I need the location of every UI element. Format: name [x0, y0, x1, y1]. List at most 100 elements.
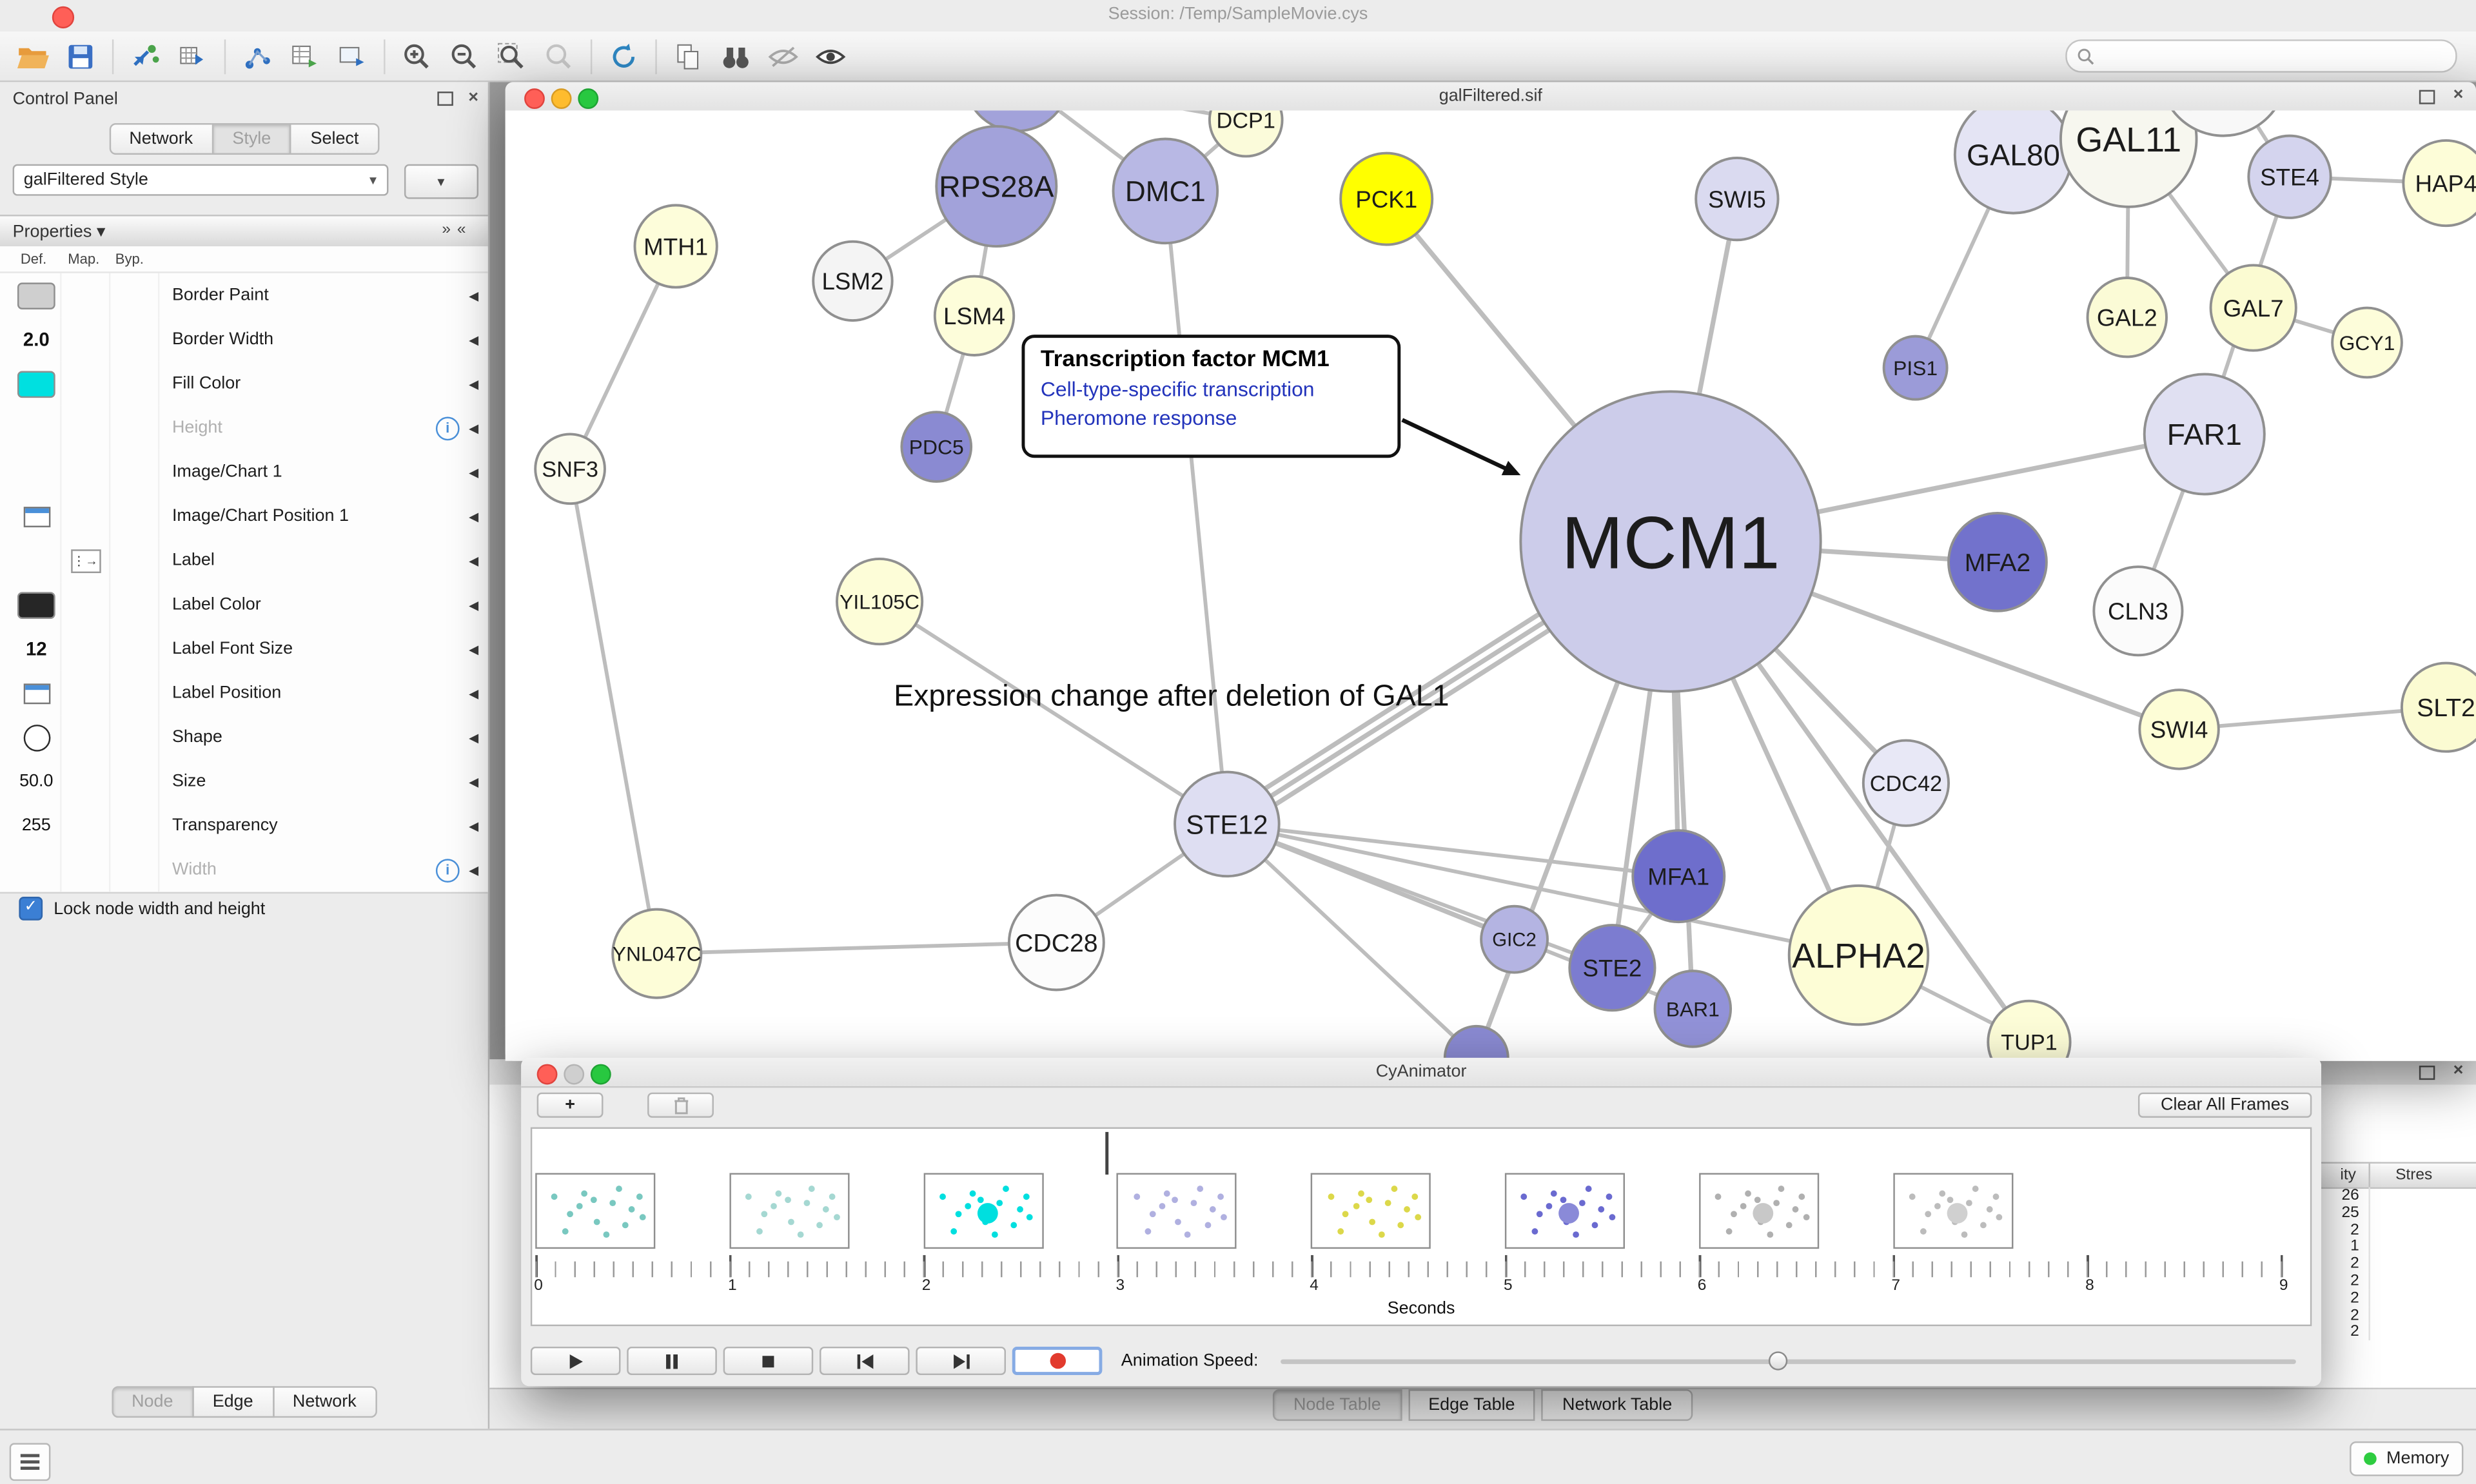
network-node-ynl047c[interactable] — [611, 908, 703, 999]
properties-header-bar[interactable]: Properties ▾ »« — [0, 215, 488, 248]
network-node-topwhite[interactable] — [2160, 110, 2286, 137]
window-minimize-button[interactable] — [564, 1064, 585, 1085]
expand-arrow-icon[interactable]: ◀ — [469, 730, 479, 745]
add-frame-button[interactable]: + — [536, 1092, 604, 1118]
close-panel-icon[interactable]: × — [2453, 1060, 2464, 1080]
window-close-button[interactable] — [524, 88, 545, 109]
search-objects-button[interactable] — [712, 35, 759, 77]
table-row[interactable]: 25 — [2315, 1204, 2476, 1222]
network-node-mth1[interactable] — [633, 204, 718, 289]
property-row-border-paint[interactable]: Border Paint◀ — [0, 273, 488, 318]
next-frame-button[interactable] — [916, 1346, 1007, 1376]
network-node-gal7[interactable] — [2209, 264, 2297, 352]
expand-arrow-icon[interactable]: ◀ — [469, 332, 479, 347]
network-node-mcm1[interactable] — [1519, 390, 1822, 693]
table-row[interactable]: 26 — [2315, 1187, 2476, 1205]
collapse-expand-icons[interactable]: »« — [442, 220, 473, 239]
panel-tab-node[interactable]: Node — [111, 1386, 194, 1418]
memory-button[interactable]: Memory — [2350, 1441, 2464, 1476]
previous-frame-button[interactable] — [820, 1346, 910, 1376]
open-session-button[interactable] — [10, 35, 57, 77]
column-header[interactable]: Stres — [2368, 1163, 2476, 1187]
record-button[interactable] — [1012, 1346, 1103, 1376]
network-node-snf3[interactable] — [534, 433, 606, 505]
network-edge[interactable] — [1225, 823, 1478, 1059]
tab-network[interactable]: Network — [108, 123, 213, 155]
network-node-far1[interactable] — [2143, 373, 2266, 496]
frame-thumbnail-5[interactable] — [1504, 1173, 1626, 1249]
app-close-button[interactable] — [52, 6, 75, 29]
network-edge[interactable] — [656, 941, 1057, 956]
float-panel-icon[interactable] — [2419, 1066, 2435, 1080]
frame-thumbnail-4[interactable] — [1311, 1173, 1431, 1249]
network-edge[interactable] — [878, 600, 1228, 826]
clear-all-frames-button[interactable]: Clear All Frames — [2137, 1092, 2312, 1118]
frame-thumbnail-2[interactable] — [923, 1173, 1043, 1249]
network-node-hap[interactable] — [2402, 139, 2476, 228]
default-value-swatch[interactable] — [17, 591, 55, 618]
expand-arrow-icon[interactable]: ◀ — [469, 420, 479, 435]
window-zoom-button[interactable] — [578, 88, 599, 109]
network-node-gal2[interactable] — [2086, 277, 2168, 358]
table-row[interactable]: 2 — [2315, 1323, 2476, 1341]
network-graph[interactable]: RPS28BRPS28ADMC1DCP1PCK1SWI5GAL80GAL11ST… — [506, 110, 2476, 1061]
network-node-gcy1[interactable] — [2331, 306, 2403, 379]
column-header[interactable]: ity — [2315, 1163, 2368, 1187]
network-node-rps28a[interactable] — [935, 124, 1058, 248]
network-node-pis1[interactable] — [1882, 335, 1949, 401]
default-value-swatch[interactable] — [17, 282, 55, 309]
expand-arrow-icon[interactable]: ◀ — [469, 553, 479, 568]
network-node-lsm4[interactable] — [933, 275, 1016, 356]
network-edge[interactable] — [1163, 191, 1229, 825]
mapping-icon[interactable]: ⋮→ — [70, 549, 101, 572]
frame-thumbnail-3[interactable] — [1117, 1173, 1237, 1249]
table-column-headers[interactable]: ity Stres — [2315, 1162, 2476, 1189]
annotation-link[interactable]: Pheromone response — [1040, 405, 1237, 430]
window-close-button[interactable] — [536, 1064, 558, 1085]
expand-arrow-icon[interactable]: ◀ — [469, 818, 479, 833]
default-value[interactable]: 255 — [21, 816, 51, 835]
network-node-ste12[interactable] — [1174, 770, 1281, 878]
network-node-gal11[interactable] — [2059, 110, 2198, 208]
frame-thumbnail-1[interactable] — [729, 1173, 850, 1249]
tab-select[interactable]: Select — [290, 123, 380, 155]
network-node-swi5[interactable] — [1695, 156, 1780, 242]
playhead[interactable] — [1105, 1131, 1108, 1175]
network-node-bar1[interactable] — [1653, 970, 1733, 1048]
network-window-titlebar[interactable]: galFiltered.sif × — [505, 82, 2476, 112]
network-node-swi4[interactable] — [2138, 688, 2220, 770]
save-session-button[interactable] — [57, 35, 104, 77]
network-node-mfa1[interactable] — [1631, 829, 1726, 924]
network-node-ste2[interactable] — [1568, 924, 1656, 1012]
float-panel-icon[interactable] — [437, 92, 453, 106]
pause-button[interactable] — [627, 1346, 717, 1376]
info-icon[interactable]: i — [435, 416, 460, 440]
expand-arrow-icon[interactable]: ◀ — [469, 597, 479, 612]
network-node-tup1[interactable] — [1987, 999, 2072, 1061]
window-minimize-button[interactable] — [551, 88, 572, 109]
table-tab-network-table[interactable]: Network Table — [1542, 1389, 1693, 1421]
network-node-dmc1[interactable] — [1112, 137, 1219, 245]
frame-thumbnail-6[interactable] — [1698, 1173, 1819, 1249]
network-edge[interactable] — [568, 468, 659, 954]
lock-size-checkbox[interactable]: ✓ — [19, 897, 43, 921]
network-canvas[interactable]: RPS28BRPS28ADMC1DCP1PCK1SWI5GAL80GAL11ST… — [505, 110, 2476, 1061]
export-image-button[interactable] — [328, 35, 375, 77]
zoom-in-button[interactable] — [393, 35, 440, 77]
import-network-button[interactable] — [122, 35, 169, 77]
float-window-icon[interactable] — [2419, 90, 2435, 104]
default-value[interactable]: 2.0 — [23, 328, 50, 351]
network-node-dcp1[interactable] — [1208, 110, 1284, 158]
network-edge[interactable] — [1226, 822, 1679, 879]
expand-arrow-icon[interactable]: ◀ — [469, 863, 479, 877]
table-row[interactable]: 2 — [2315, 1272, 2476, 1290]
slider-thumb[interactable] — [1768, 1351, 1788, 1371]
table-row[interactable]: 1 — [2315, 1238, 2476, 1256]
close-window-icon[interactable]: × — [2453, 85, 2464, 104]
zoom-fit-button[interactable] — [488, 35, 535, 77]
hide-selected-button[interactable] — [760, 35, 807, 77]
zoom-selected-button[interactable] — [535, 35, 582, 77]
